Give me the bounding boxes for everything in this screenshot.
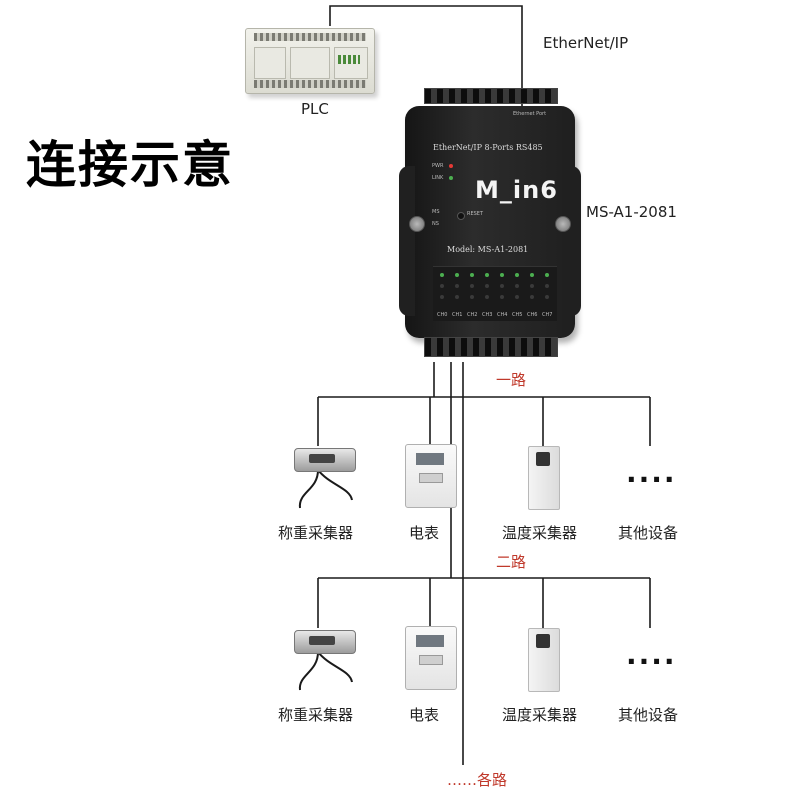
channel-label: CH1	[452, 312, 463, 318]
channel-led	[470, 273, 474, 277]
device-label: 温度采集器	[502, 524, 578, 542]
pwr-led	[449, 164, 453, 168]
channel-led	[515, 295, 519, 299]
channel-led	[500, 284, 504, 288]
device-label: 称重采集器	[278, 524, 354, 542]
plc-device	[245, 28, 375, 94]
ms-led-label: MS	[432, 209, 440, 215]
channel-led	[485, 273, 489, 277]
gateway-brand: M_in6	[475, 176, 558, 204]
gateway-header: EtherNet/IP 8-Ports RS485	[433, 143, 543, 152]
mount-screw-left	[409, 216, 425, 232]
reset-label: RESET	[467, 211, 484, 217]
reset-button	[457, 212, 465, 220]
channel-led	[545, 273, 549, 277]
channel-led	[470, 284, 474, 288]
channel-led	[530, 284, 534, 288]
channel-label: CH7	[542, 312, 553, 318]
device-label: 其他设备	[618, 706, 679, 724]
gateway-label: MS-A1-2081	[586, 203, 677, 221]
link-led-label: LINK	[432, 175, 444, 181]
channel-label: CH0	[437, 312, 448, 318]
device-label: 温度采集器	[502, 706, 578, 724]
more-devices-icon: ····	[626, 463, 677, 496]
channel-led	[440, 284, 444, 288]
ethernet-cable	[329, 5, 523, 108]
channel-label: CH5	[512, 312, 523, 318]
more-branches-label: ……各路	[447, 771, 508, 789]
electric-meter-icon	[405, 444, 457, 508]
temperature-collector-icon	[528, 628, 560, 692]
plc-label: PLC	[301, 100, 329, 118]
channel-led	[485, 295, 489, 299]
weighing-collector-icon	[294, 630, 356, 654]
more-devices-icon: ····	[626, 645, 677, 678]
channel-led	[455, 273, 459, 277]
bottom-terminal-block	[424, 337, 558, 357]
channel-led	[515, 273, 519, 277]
channel-led	[530, 295, 534, 299]
channel-label: CH2	[467, 312, 478, 318]
ns-led-label: NS	[432, 221, 439, 227]
weighing-collector-icon	[294, 448, 356, 472]
channel-label: CH3	[482, 312, 493, 318]
device-label: 电表	[409, 706, 440, 724]
mount-screw-right	[555, 216, 571, 232]
channel-led	[545, 295, 549, 299]
channel-led	[455, 295, 459, 299]
channel-led	[500, 273, 504, 277]
device-label: 电表	[409, 524, 440, 542]
channel-led	[440, 295, 444, 299]
device-label: 称重采集器	[278, 706, 354, 724]
link-led	[449, 176, 453, 180]
channel-led	[455, 284, 459, 288]
electric-meter-icon	[405, 626, 457, 690]
diagram-title: 连接示意	[26, 136, 234, 194]
channel-label: CH4	[497, 312, 508, 318]
branch-2-label: 二路	[496, 553, 527, 571]
channel-led	[515, 284, 519, 288]
top-terminal-block	[424, 88, 558, 104]
channel-led	[470, 295, 474, 299]
channel-label: CH6	[527, 312, 538, 318]
device-label: 其他设备	[618, 524, 679, 542]
channel-led	[545, 284, 549, 288]
temperature-collector-icon	[528, 446, 560, 510]
pwr-led-label: PWR	[432, 163, 444, 169]
channel-led	[500, 295, 504, 299]
channel-led	[440, 273, 444, 277]
ethernet-port-label: Ethernet Port	[513, 111, 547, 117]
branch-1-label: 一路	[496, 371, 527, 389]
channel-led	[530, 273, 534, 277]
channel-led	[485, 284, 489, 288]
gateway-model: Model: MS-A1-2081	[447, 245, 529, 254]
channel-led-panel: CH0 CH1 CH2 CH3 CH4 CH5 CH6 CH7	[433, 266, 557, 321]
gateway-device: Ethernet Port EtherNet/IP 8-Ports RS485 …	[399, 88, 581, 363]
ethernet-label: EtherNet/IP	[543, 34, 629, 52]
